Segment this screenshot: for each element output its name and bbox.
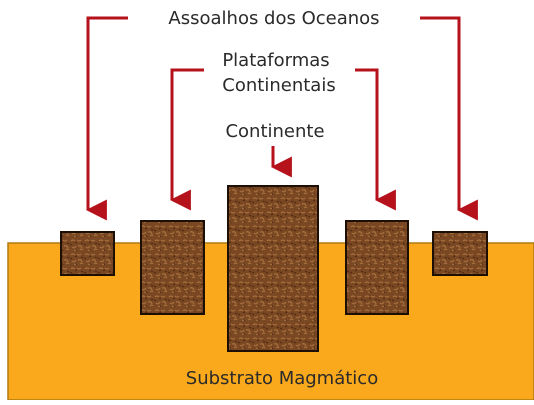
shelf-arrow-right [355, 68, 396, 211]
substrate-label: Substrato Magmático [186, 368, 378, 389]
continental-shelf-block-right [345, 220, 409, 315]
continental-shelf-block-left [140, 220, 205, 315]
ocean-floors-label: Assoalhos dos Oceanos [168, 8, 379, 29]
ocean-floor-arrow-left [85, 16, 128, 221]
ocean-floor-block-right [432, 231, 488, 276]
ocean-floor-block-left [60, 231, 115, 276]
continental-shelves-label-line1: Plataformas [222, 50, 329, 71]
shelf-arrow-left [169, 68, 204, 211]
ocean-floor-arrow-right [420, 16, 478, 221]
continental-shelves-label-line2: Continentais [222, 75, 335, 96]
continent-block [227, 185, 319, 352]
continent-label: Continente [225, 121, 324, 142]
